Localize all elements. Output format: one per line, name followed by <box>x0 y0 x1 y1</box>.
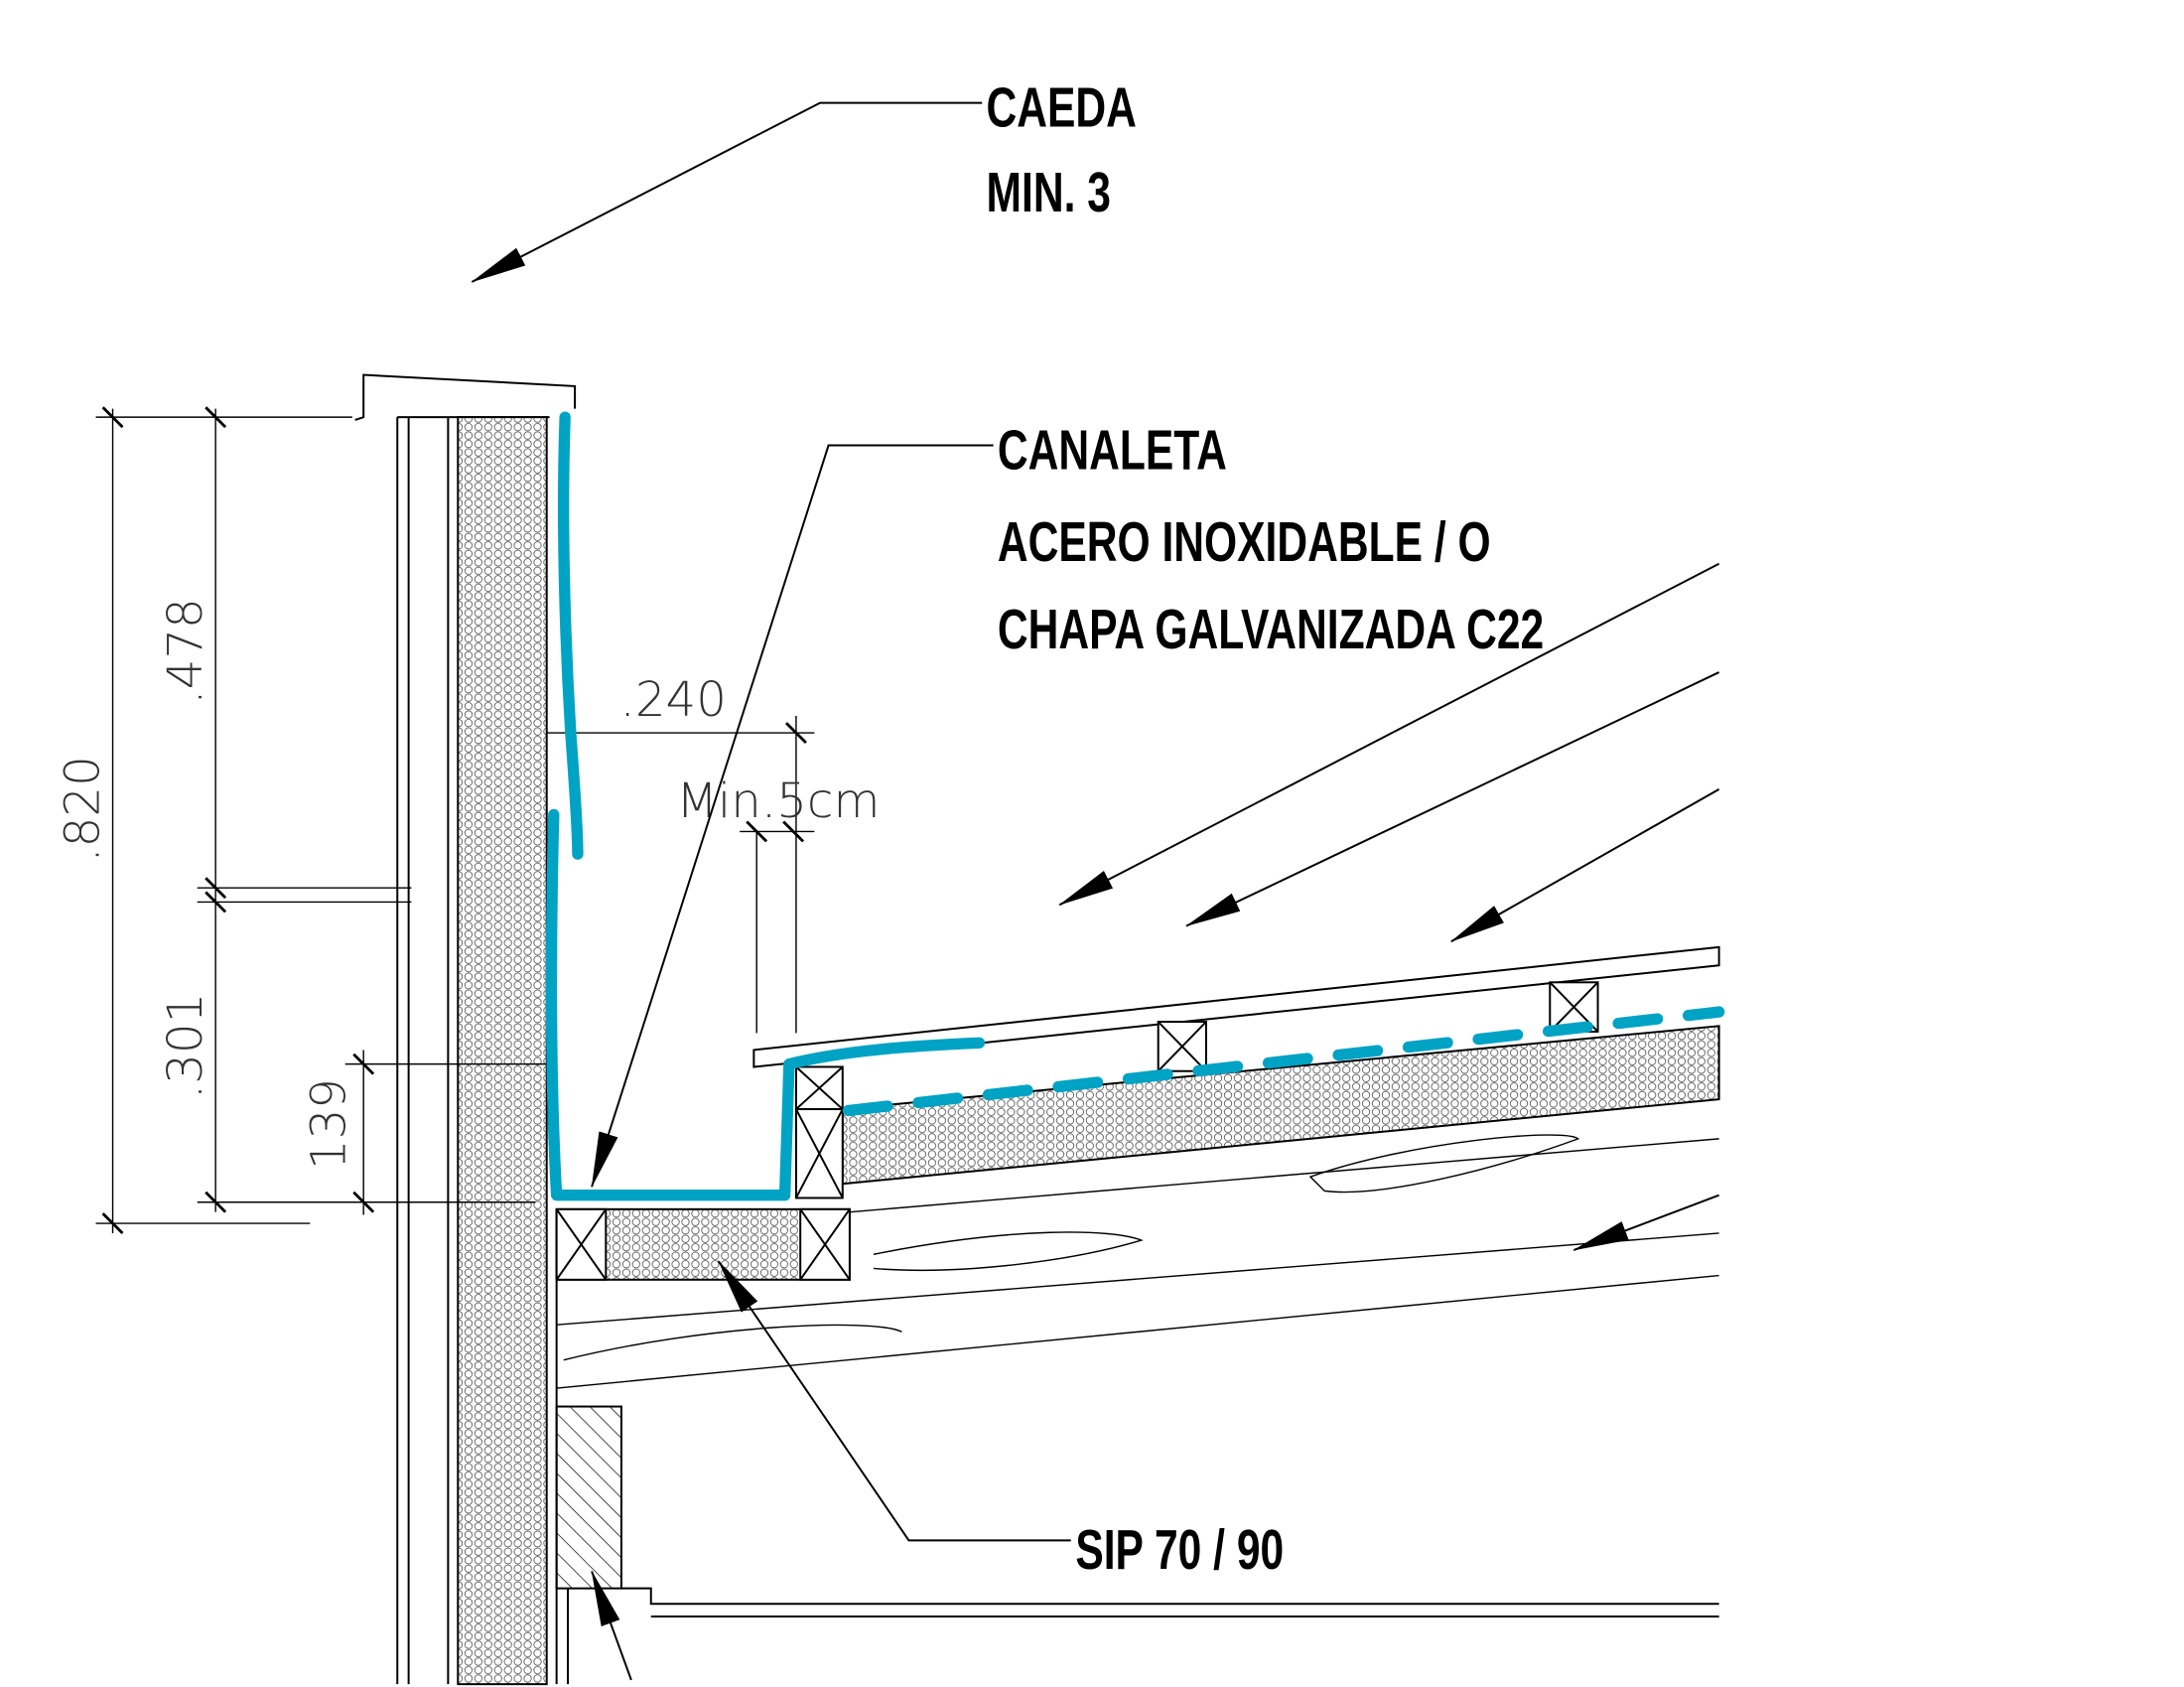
dim-gutter-width: .240 <box>620 672 727 728</box>
sip-label: SIP 70 / 90 <box>1075 1518 1284 1581</box>
wall-stud <box>555 1405 622 1590</box>
dim-total-height: .820 <box>55 756 110 862</box>
parapet-cap <box>354 373 577 421</box>
dimensions: .820 .478 .301 139 .240 Min.5cm <box>55 406 880 1234</box>
stud-leader-arrow <box>591 1570 632 1681</box>
gutter-material-alt-label: CHAPA GALVANIZADA C22 <box>998 598 1544 660</box>
slope-min-label: MIN. 3 <box>987 161 1111 223</box>
dim-gutter-depth: 139 <box>302 1078 357 1170</box>
roof-sheet <box>752 945 1720 1068</box>
wall-insulation <box>457 416 548 1686</box>
gutter-label: CANALETA <box>998 419 1227 482</box>
ceiling-line <box>620 1587 1719 1606</box>
gutter-callout: CANALETA ACERO INOXIDABLE / O CHAPA GALV… <box>591 419 1544 1189</box>
sip-beam <box>555 1207 851 1281</box>
slope-label: CAEDA <box>987 76 1137 139</box>
sip-callout: SIP 70 / 90 <box>718 1260 1284 1581</box>
roof-assembly <box>556 945 1720 1389</box>
dim-min-clearance: Min.5cm <box>676 773 880 829</box>
roof-sip-panel <box>841 1025 1720 1186</box>
slope-leader-arrow <box>471 101 983 283</box>
battens <box>794 981 1599 1199</box>
slope-callout: CAEDA MIN. 3 <box>471 76 1137 283</box>
gutter-membrane <box>545 411 1725 1201</box>
parapet-wall <box>354 373 622 1686</box>
gutter-material-label: ACERO INOXIDABLE / O <box>998 510 1491 573</box>
dim-upper-height: .478 <box>158 598 213 704</box>
dim-lower-height: .301 <box>158 993 213 1099</box>
rain-arrows <box>1058 562 1720 1251</box>
